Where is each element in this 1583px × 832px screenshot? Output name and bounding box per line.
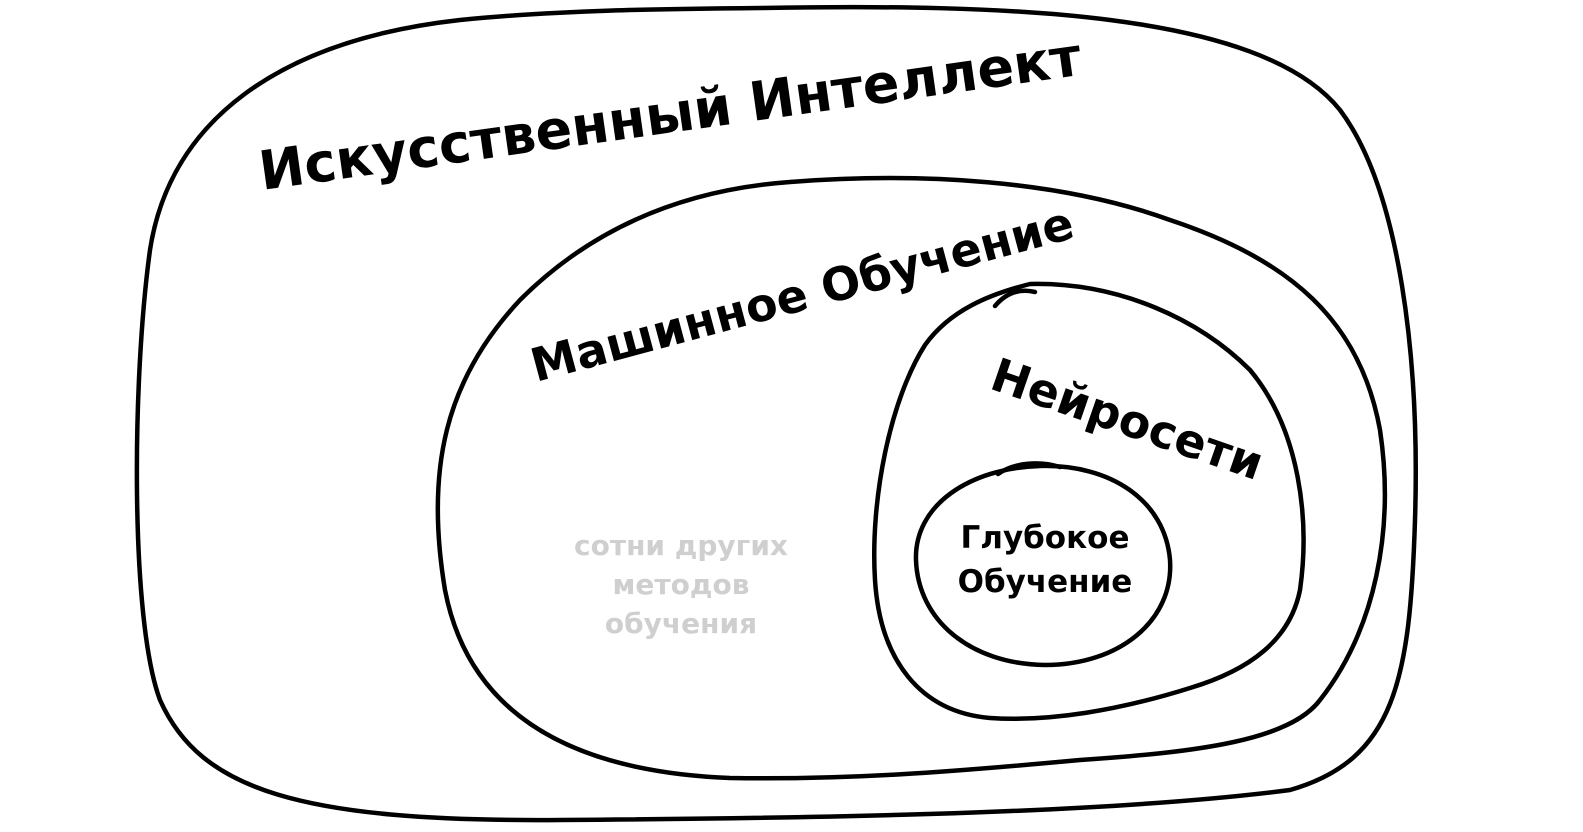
nn-set-overlap-stroke [992,288,1038,309]
other-methods-line-1: сотни других [574,529,788,562]
dl-set-overlap-stroke [995,461,1063,477]
dl-set-label-line-2: Обучение [958,564,1133,600]
ai-set-label: Искусственный Интеллект [255,25,1086,203]
ml-set-boundary [435,175,1388,781]
dl-set-label-line-1: Глубокое [961,520,1130,556]
dl-set-boundary [913,463,1173,668]
nn-set-boundary [872,281,1306,722]
nn-set-label: Нейросети [984,347,1270,490]
other-methods-line-3: обучения [605,607,757,640]
ai-set-boundary [134,4,1418,823]
other-methods-line-2: методов [613,568,750,601]
